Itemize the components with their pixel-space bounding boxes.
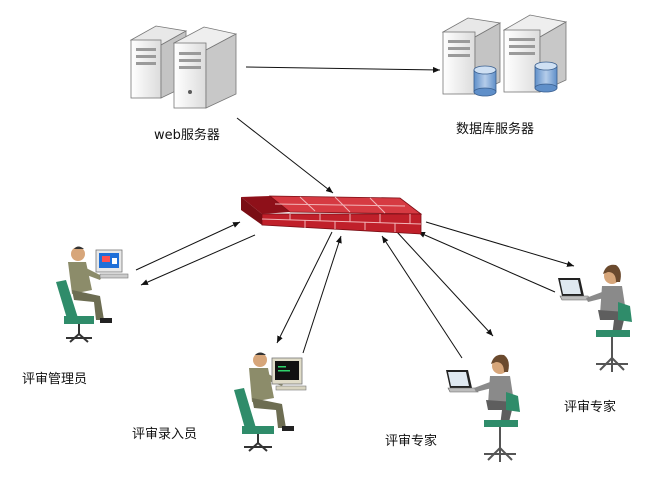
entry-clerk-label: 评审录入员 [132, 427, 198, 442]
arrow-expert1-to-firewall [381, 235, 463, 359]
person-laptop-icon [446, 354, 520, 462]
connections [135, 66, 575, 359]
arrow-entry-to-firewall [302, 235, 342, 354]
arrow-firewall-to-admin [140, 234, 256, 286]
arrow-firewall-to-expert1 [396, 231, 494, 337]
db-server-label: 数据库服务器 [456, 122, 535, 137]
arrow-expert2-to-firewall [417, 231, 556, 293]
arrow-firewall-to-expert2 [425, 221, 575, 267]
arrow-firewall-to-entry [276, 231, 333, 344]
expert-2-label: 评审专家 [564, 400, 617, 415]
arrow-web-to-firewall [236, 117, 334, 194]
database-icon [441, 14, 568, 97]
server-icon [129, 25, 238, 109]
person-computer-icon [56, 246, 129, 343]
expert-1-label: 评审专家 [385, 434, 438, 449]
arrow-admin-to-firewall [135, 221, 241, 271]
person-laptop-icon [558, 264, 632, 372]
person-computer-icon [234, 352, 307, 452]
admin-label: 评审管理员 [22, 372, 88, 387]
firewall-icon [241, 195, 423, 235]
arrow-web-to-db [245, 66, 441, 73]
web-server-label: web服务器 [154, 128, 220, 143]
